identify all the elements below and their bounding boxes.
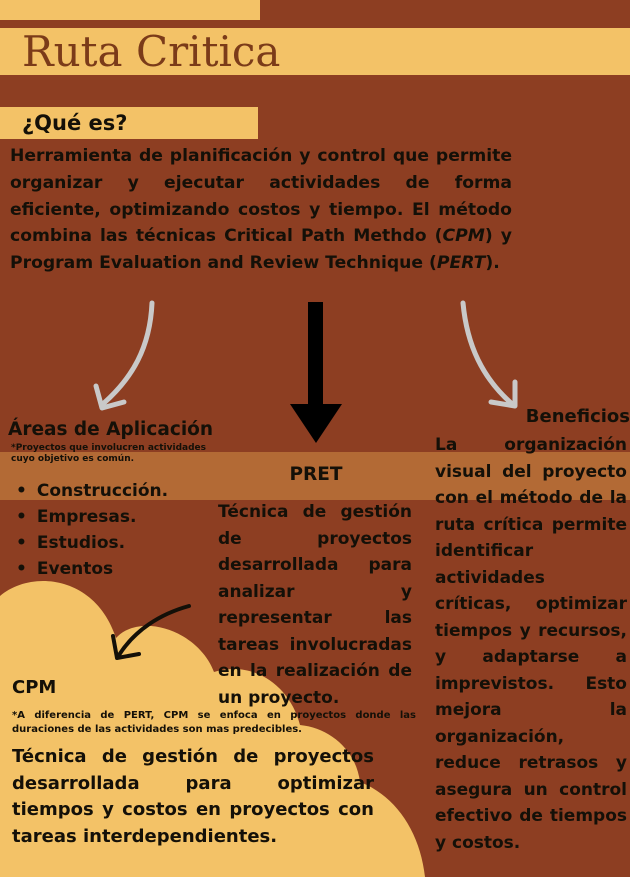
pret-description: Técnica de gestión de proyectos desarrol… xyxy=(218,502,412,708)
pret-heading: PRET xyxy=(289,464,343,485)
cloud-shape xyxy=(0,580,425,877)
title-bar xyxy=(0,28,630,75)
que-es-description: Herramienta de planificación y control q… xyxy=(10,143,512,277)
list-item: Eventos xyxy=(16,556,168,582)
beneficios-heading: Beneficios xyxy=(525,406,630,427)
areas-heading: Áreas de Aplicación xyxy=(8,419,214,440)
cpm-note: *A diferencia de PERT, CPM se enfoca en … xyxy=(12,710,416,735)
list-item: Empresas. xyxy=(16,504,168,530)
que-es-text-3: ). xyxy=(485,253,500,274)
que-es-text-1: Herramienta de planificación y control q… xyxy=(10,146,512,247)
arrow-left-curved xyxy=(93,300,155,411)
que-es-text-2: ) y Program Evaluation and Review Techni… xyxy=(10,226,512,274)
cpm-abbreviation: CPM xyxy=(442,226,485,247)
arrow-down-black xyxy=(290,302,342,443)
arrow-cpm-curved xyxy=(111,604,191,660)
areas-list: Construcción. Empresas. Estudios. Evento… xyxy=(16,478,168,582)
cpm-heading: CPM xyxy=(12,677,57,698)
page-title: Ruta Critica xyxy=(22,27,281,76)
que-es-bar xyxy=(0,107,258,139)
top-accent-strip xyxy=(0,0,260,20)
que-es-heading: ¿Qué es? xyxy=(22,111,128,135)
beneficios-description: La organización visual del proyecto con … xyxy=(435,435,627,853)
arrow-right-curved xyxy=(460,300,518,409)
pert-abbreviation: PERT xyxy=(436,253,486,274)
list-item: Estudios. xyxy=(16,530,168,556)
cpm-description: Técnica de gestión de proyectos desarrol… xyxy=(12,746,374,847)
areas-note: *Proyectos que involucren actividades cu… xyxy=(11,443,206,464)
list-item: Construcción. xyxy=(16,478,168,504)
